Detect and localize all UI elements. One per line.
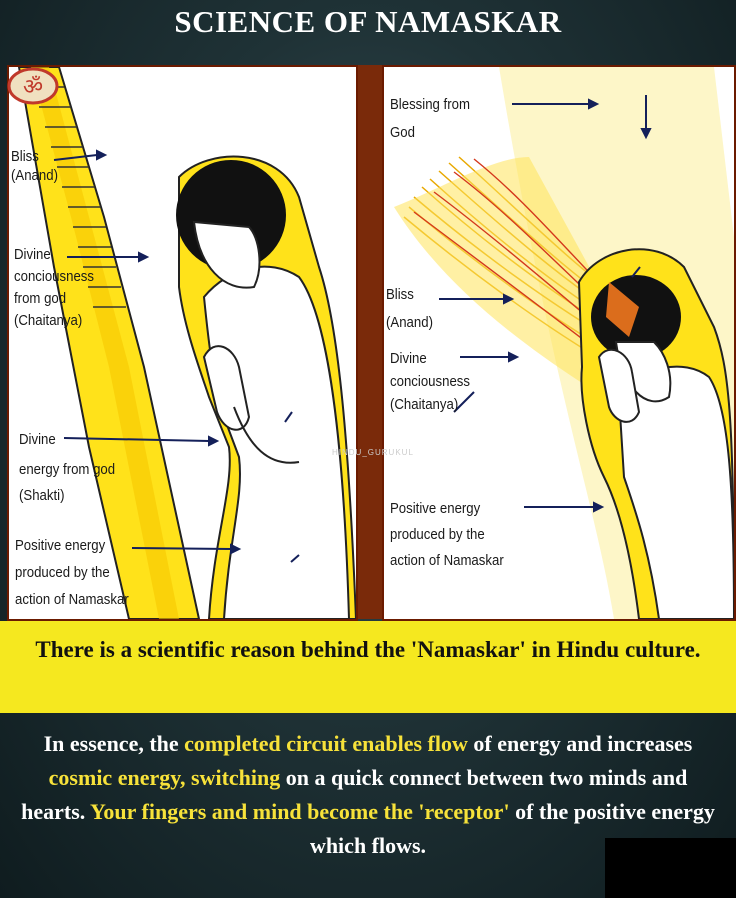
label-positive-energy-2: produced by the [390, 526, 485, 543]
label-divine-conciousness-2: conciousness [14, 268, 94, 285]
explanation-paragraph: In essence, the completed circuit enable… [20, 727, 716, 863]
svg-text:ॐ: ॐ [23, 75, 43, 100]
label-positive-energy-3: action of Namaskar [15, 591, 129, 608]
black-overlay-box [605, 838, 736, 898]
text-part: of the positive energy which flows. [309, 799, 715, 858]
label-divine-2: conciousness [390, 373, 470, 390]
bowing-namaskar-illustration [394, 67, 734, 619]
label-bliss-sub: (Anand) [386, 314, 433, 331]
right-illustration-panel: Blessing from God Bliss (Anand) Divine c… [382, 65, 736, 621]
label-blessing: Blessing from [390, 96, 470, 113]
highlight-text: completed circuit enables flow [184, 731, 468, 756]
standing-namaskar-illustration [17, 67, 356, 619]
page-title: SCIENCE OF NAMASKAR [174, 4, 562, 39]
label-positive-energy: Positive energy [390, 500, 481, 517]
label-positive-energy-3: action of Namaskar [390, 552, 504, 569]
panel-divider [354, 65, 382, 619]
left-illustration-panel: Bliss (Anand) Divine conciousness from g… [7, 65, 358, 621]
label-positive-energy: Positive energy [15, 537, 106, 554]
label-bliss-sub: (Anand) [11, 167, 58, 184]
label-divine-energy: Divine [19, 431, 56, 448]
caption-band [0, 621, 736, 713]
label-blessing-2: God [390, 124, 415, 141]
label-bliss: Bliss [386, 286, 414, 303]
caption-text: There is a scientific reason behind the … [35, 637, 701, 662]
label-divine: Divine [390, 350, 427, 367]
label-divine-energy-3: (Shakti) [19, 487, 65, 504]
text-part: on a quick connect between two minds and… [21, 765, 688, 824]
highlight-text: cosmic energy, switching [48, 765, 281, 790]
label-divine-conciousness: Divine [14, 246, 51, 263]
label-divine-conciousness-4: (Chaitanya) [14, 312, 83, 329]
label-divine-3: (Chaitanya) [390, 396, 459, 413]
text-part: of energy and increases [467, 731, 693, 756]
watermark: HINDU_GURUKUL [332, 448, 414, 457]
text-part: In essence, the [43, 731, 185, 756]
label-bliss: Bliss [11, 148, 39, 165]
label-positive-energy-2: produced by the [15, 564, 110, 581]
label-divine-energy-2: energy from god [19, 461, 116, 478]
highlight-text: Your fingers and mind become the 'recept… [89, 799, 510, 824]
om-logo-icon: ॐ [7, 67, 59, 105]
label-divine-conciousness-3: from god [14, 290, 67, 307]
